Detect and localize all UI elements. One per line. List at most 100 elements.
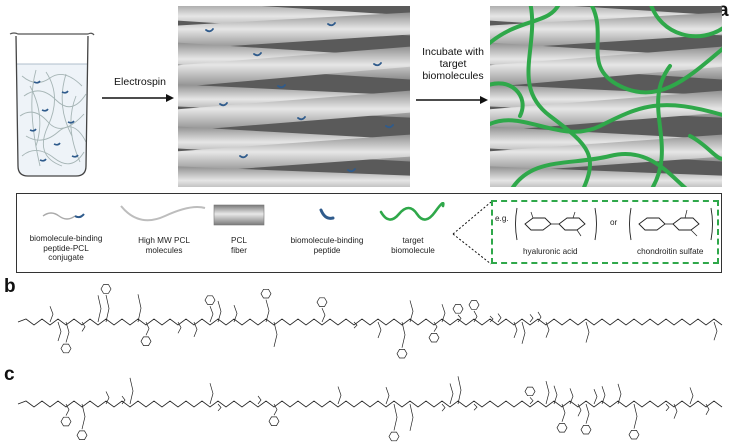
side-chain: [513, 321, 518, 339]
side-chain: [441, 304, 446, 323]
side-chain: [585, 321, 590, 343]
side-chain: [217, 300, 222, 323]
side-chain: [497, 313, 502, 323]
legend-target-line-1: target: [402, 236, 424, 245]
side-chain: [689, 387, 694, 405]
ring: [628, 430, 640, 440]
ring: [60, 416, 72, 427]
legend-pcl-fiber-label: PCL fiber: [207, 236, 271, 255]
side-chain: [441, 403, 446, 412]
ring: [556, 423, 568, 433]
side-chain: [105, 391, 110, 405]
incubate-label: Incubate with target biomolecules: [414, 46, 492, 82]
ring: [60, 343, 72, 354]
legend-pcl-molecules-line-1: High MW PCL: [138, 236, 190, 245]
side-chain: [217, 403, 222, 412]
eg-label: e.g.: [495, 214, 509, 223]
side-chain: [529, 397, 534, 405]
connector-lines: [452, 201, 492, 265]
right-arrow-icon: [416, 96, 488, 104]
side-chain: [545, 380, 550, 405]
ring: [396, 349, 408, 359]
side-chain: [577, 403, 582, 417]
fiber-mat-electrospun: [178, 6, 410, 187]
side-chain: [57, 321, 62, 342]
side-chain: [209, 305, 214, 323]
side-chain: [569, 388, 574, 405]
side-chain: [489, 315, 494, 323]
peptide-pcl-conjugate-structure-b: [17, 284, 723, 359]
panel-label-b: b: [4, 276, 16, 297]
ring: [100, 284, 112, 294]
side-chain: [433, 321, 438, 332]
ring: [452, 304, 464, 314]
backbone-chain: [17, 318, 723, 326]
panel-label-a: a: [718, 0, 729, 21]
side-chain: [585, 403, 590, 424]
legend-conjugate-line-1: biomolecule-binding: [29, 234, 103, 243]
side-chain: [673, 403, 678, 419]
legend-pcl-fiber-line-1: PCL: [231, 236, 247, 245]
pcl-fiber-icon: [213, 204, 265, 226]
side-chain: [137, 294, 142, 323]
side-chain: [409, 403, 414, 431]
legend-target-line-2: biomolecule: [391, 245, 435, 255]
side-chain: [473, 403, 478, 411]
side-chain: [545, 321, 550, 338]
ring: [388, 431, 400, 442]
ring: [428, 333, 440, 343]
side-chain: [193, 321, 198, 337]
ring: [260, 288, 272, 299]
side-chain: [553, 385, 558, 405]
side-chain: [321, 307, 326, 323]
side-chain: [393, 403, 398, 431]
side-chain: [209, 383, 214, 405]
side-chain: [265, 299, 270, 323]
hyaluronic-acid-structure: [515, 207, 597, 241]
legend-conjugate-line-2: peptide-PCL: [43, 243, 89, 253]
ring: [580, 425, 592, 435]
side-chain: [65, 403, 70, 416]
incubate-line-1: Incubate with: [422, 46, 484, 58]
legend-pcl-molecules-label: High MW PCL molecules: [115, 236, 213, 255]
conjugate-icon: [42, 212, 85, 220]
side-chain: [177, 321, 182, 334]
side-chain: [409, 300, 414, 323]
right-arrow-icon: [102, 94, 174, 102]
legend-pcl-molecules-line-2: molecules: [145, 245, 183, 255]
legend-pcl-fiber-line-2: fiber: [231, 245, 247, 255]
ring: [316, 297, 328, 307]
side-chain: [457, 314, 462, 323]
side-chain: [377, 321, 382, 339]
side-chain: [257, 395, 262, 405]
legend-conjugate-label: biomolecule-binding peptide-PCL conjugat…: [19, 234, 113, 263]
side-chain: [353, 321, 358, 329]
side-chain: [561, 403, 566, 422]
side-chain: [121, 395, 126, 405]
side-chain: [449, 383, 454, 405]
ring: [76, 430, 88, 440]
side-chain: [713, 321, 718, 341]
peptide-icon: [319, 208, 335, 220]
ring: [524, 386, 536, 397]
side-chain: [457, 376, 462, 405]
fiber-mat-incubated: [490, 6, 722, 187]
chondroitin-sulfate-structure: [629, 207, 713, 241]
side-chain: [529, 314, 534, 323]
legend-conjugate-line-3: conjugate: [48, 253, 84, 263]
examples-box: or hyaluronic acid chondroitin sulfate: [491, 200, 719, 264]
side-chain: [385, 387, 390, 405]
hyaluronic-acid-label: hyaluronic acid: [523, 247, 578, 256]
side-chain: [705, 403, 710, 415]
side-chain: [273, 321, 278, 347]
legend-peptide-label: biomolecule-binding peptide: [290, 236, 364, 255]
incubate-line-3: biomolecules: [422, 70, 484, 82]
peptide-pcl-conjugate-structure-c: [17, 376, 723, 442]
side-chain: [129, 377, 134, 405]
side-chain: [537, 311, 542, 323]
ring: [268, 416, 280, 426]
target-biomolecule-icon: [379, 202, 445, 221]
or-label: or: [610, 218, 618, 227]
legend-box: biomolecule-binding peptide-PCL conjugat…: [16, 193, 722, 273]
side-chain: [233, 304, 238, 323]
